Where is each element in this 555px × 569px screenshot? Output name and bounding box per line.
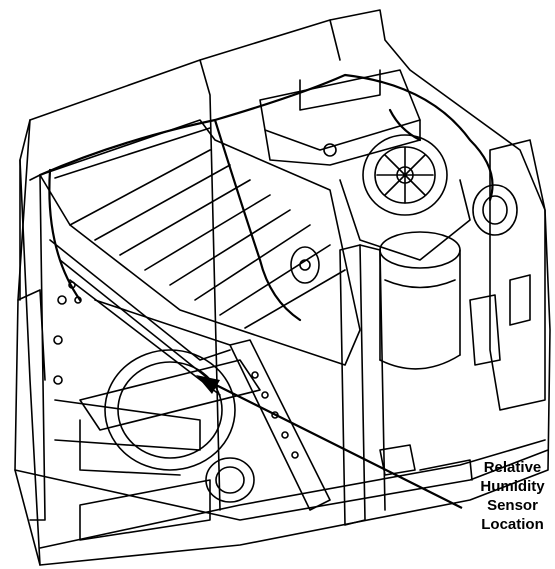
frame-posts	[339, 244, 473, 526]
evaporator-coil	[39, 119, 361, 396]
cabinet-frame	[14, 9, 551, 566]
sensor-callout-label: Relative Humidity Sensor Location	[470, 458, 555, 534]
compressor	[379, 231, 461, 370]
blower-assembly	[104, 349, 255, 503]
callout-line-4: Location	[481, 516, 544, 533]
fan-motor	[339, 134, 471, 261]
wiring-harness	[38, 73, 494, 322]
right-panel	[469, 139, 546, 411]
callout-line-2: Humidity	[480, 478, 545, 495]
support-bracket	[229, 339, 331, 511]
arrow-pointer-icon	[196, 375, 463, 509]
left-side-panel	[29, 174, 201, 521]
control-box	[259, 69, 421, 166]
callout-line-1: Relative	[483, 459, 542, 476]
damper-actuator	[290, 246, 320, 284]
drain-pan	[79, 359, 261, 541]
callout-line-3: Sensor	[487, 497, 538, 514]
